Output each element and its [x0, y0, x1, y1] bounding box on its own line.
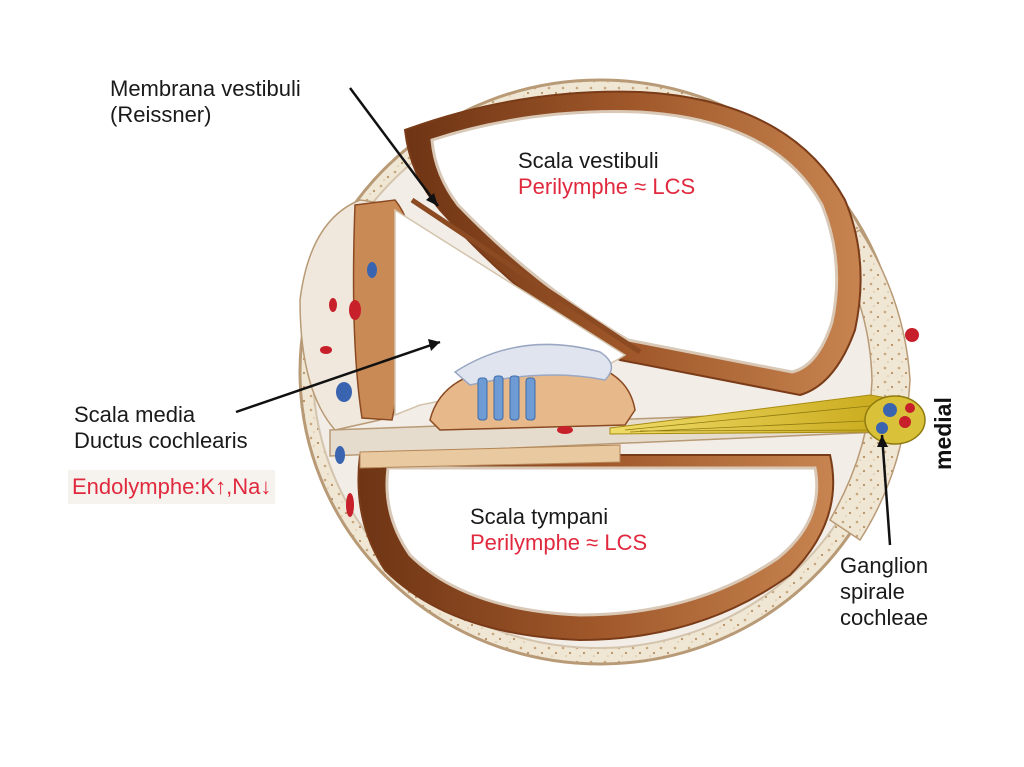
- scala-tympani-chamber: [357, 454, 835, 642]
- medial-orientation-label: medial: [930, 397, 956, 470]
- spiral-ganglion: [864, 395, 926, 445]
- reissner-membrane: [410, 197, 642, 355]
- arrowheads: [426, 193, 888, 447]
- organ-of-corti: [429, 343, 636, 431]
- endolymphe-label: Endolymphe:K↑,Na↓: [68, 470, 276, 504]
- scala-media-label: Scala media Ductus cochlearis: [74, 402, 248, 453]
- scala-vestibuli-fluid: Perilymphe ≈ LCS: [518, 174, 696, 199]
- membrana-vestibuli-label: Membrana vestibuli (Reissner): [110, 76, 301, 127]
- ganglion-leader: [880, 434, 892, 546]
- scala-media-leader: [235, 340, 441, 414]
- ganglion-spirale-label: Ganglion spirale cochleae: [840, 553, 929, 630]
- membrana-leader: [348, 87, 440, 207]
- leader-lines: [235, 87, 892, 546]
- scala-vestibuli-label: Scala vestibuli Perilymphe ≈ LCS: [518, 148, 696, 199]
- blood-vessels: [320, 262, 919, 517]
- hair-cells: [477, 375, 536, 421]
- scala-tympani-fluid: Perilymphe ≈ LCS: [470, 530, 648, 555]
- scala-tympani-label: Scala tympani Perilymphe ≈ LCS: [470, 504, 648, 555]
